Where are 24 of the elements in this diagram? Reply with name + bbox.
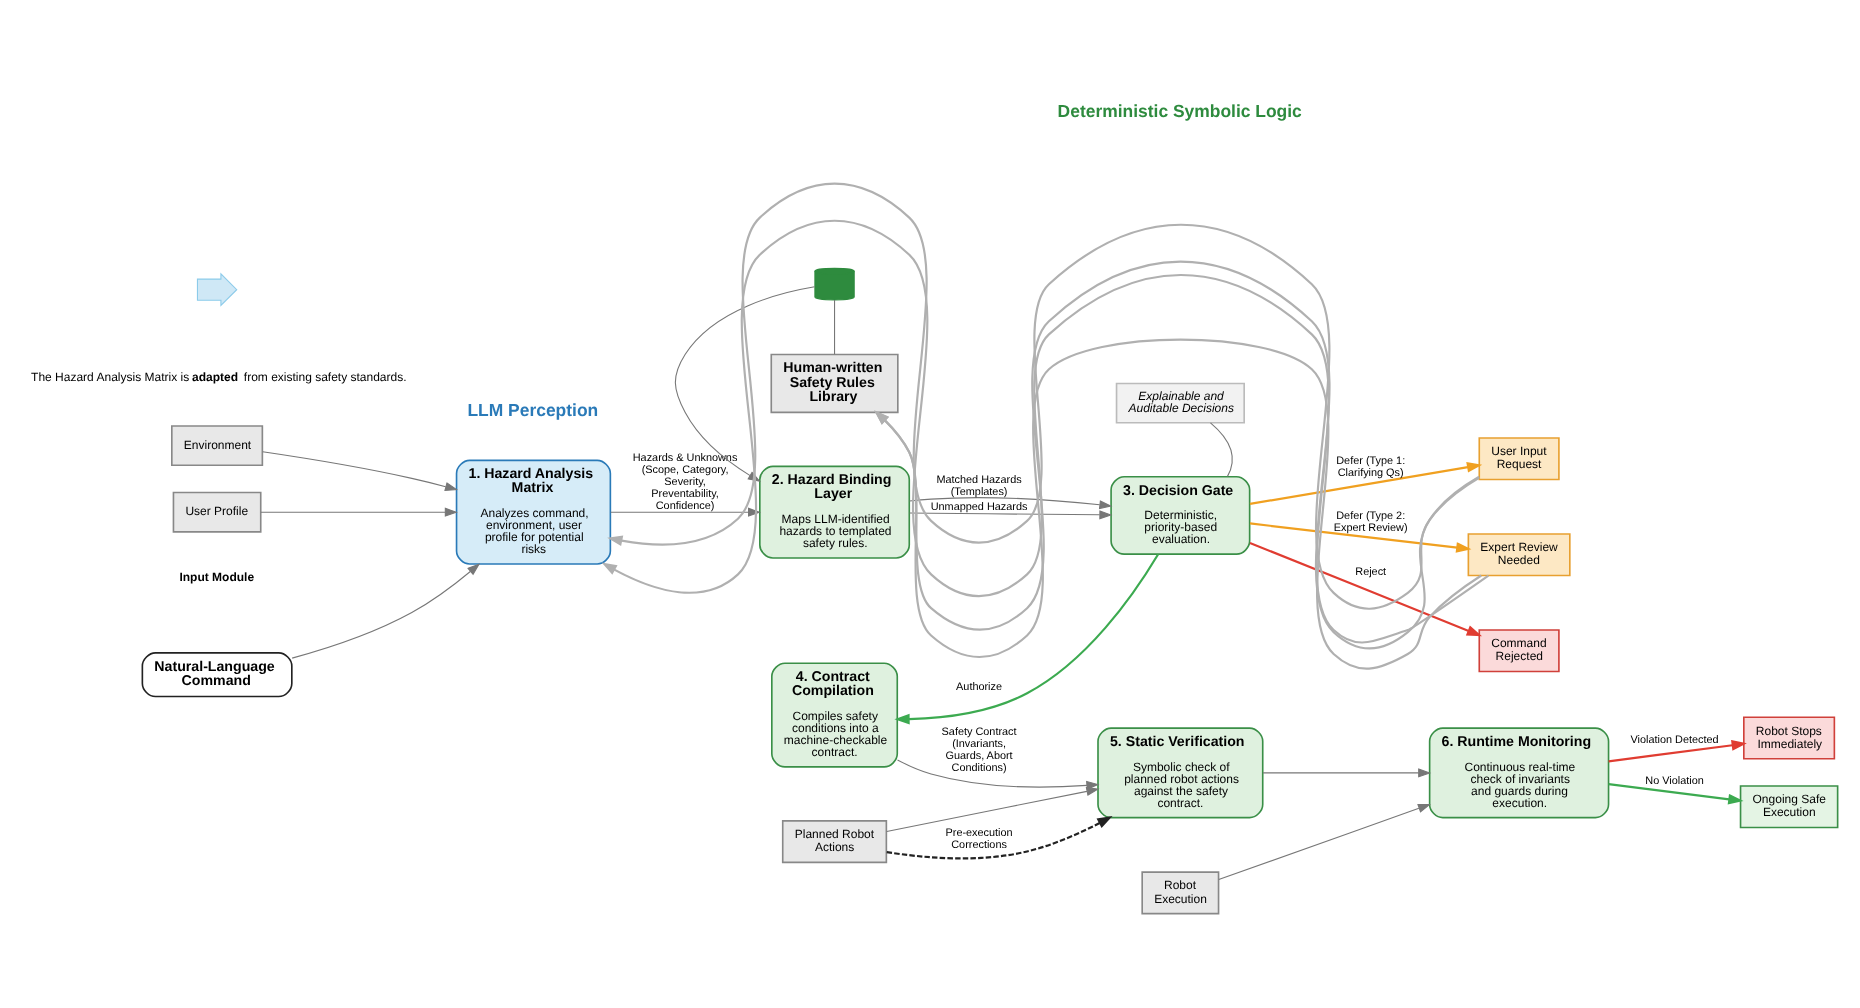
arrow xyxy=(601,219,1490,643)
arrow xyxy=(262,451,459,492)
arrow xyxy=(610,507,762,517)
arrow xyxy=(1249,522,1472,553)
arrow xyxy=(1608,740,1747,763)
arrow xyxy=(886,786,1100,832)
arrow xyxy=(894,553,1160,725)
arrow xyxy=(909,510,1113,520)
arrow xyxy=(291,563,481,659)
arrow xyxy=(1608,783,1744,805)
arrow xyxy=(886,816,1113,860)
label: LLM Perception xyxy=(467,399,599,420)
arrow xyxy=(260,507,458,517)
arrow xyxy=(909,497,1113,510)
arrow xyxy=(607,183,1480,609)
connector xyxy=(1209,422,1233,477)
arrow xyxy=(1218,803,1432,881)
connector xyxy=(834,299,836,355)
arrow xyxy=(1262,768,1432,778)
arrow xyxy=(896,759,1100,790)
node-arrow xyxy=(196,272,238,307)
arrow xyxy=(1249,462,1483,505)
arrow xyxy=(1249,541,1483,637)
label: Deterministic Symbolic Logic xyxy=(1057,101,1302,122)
